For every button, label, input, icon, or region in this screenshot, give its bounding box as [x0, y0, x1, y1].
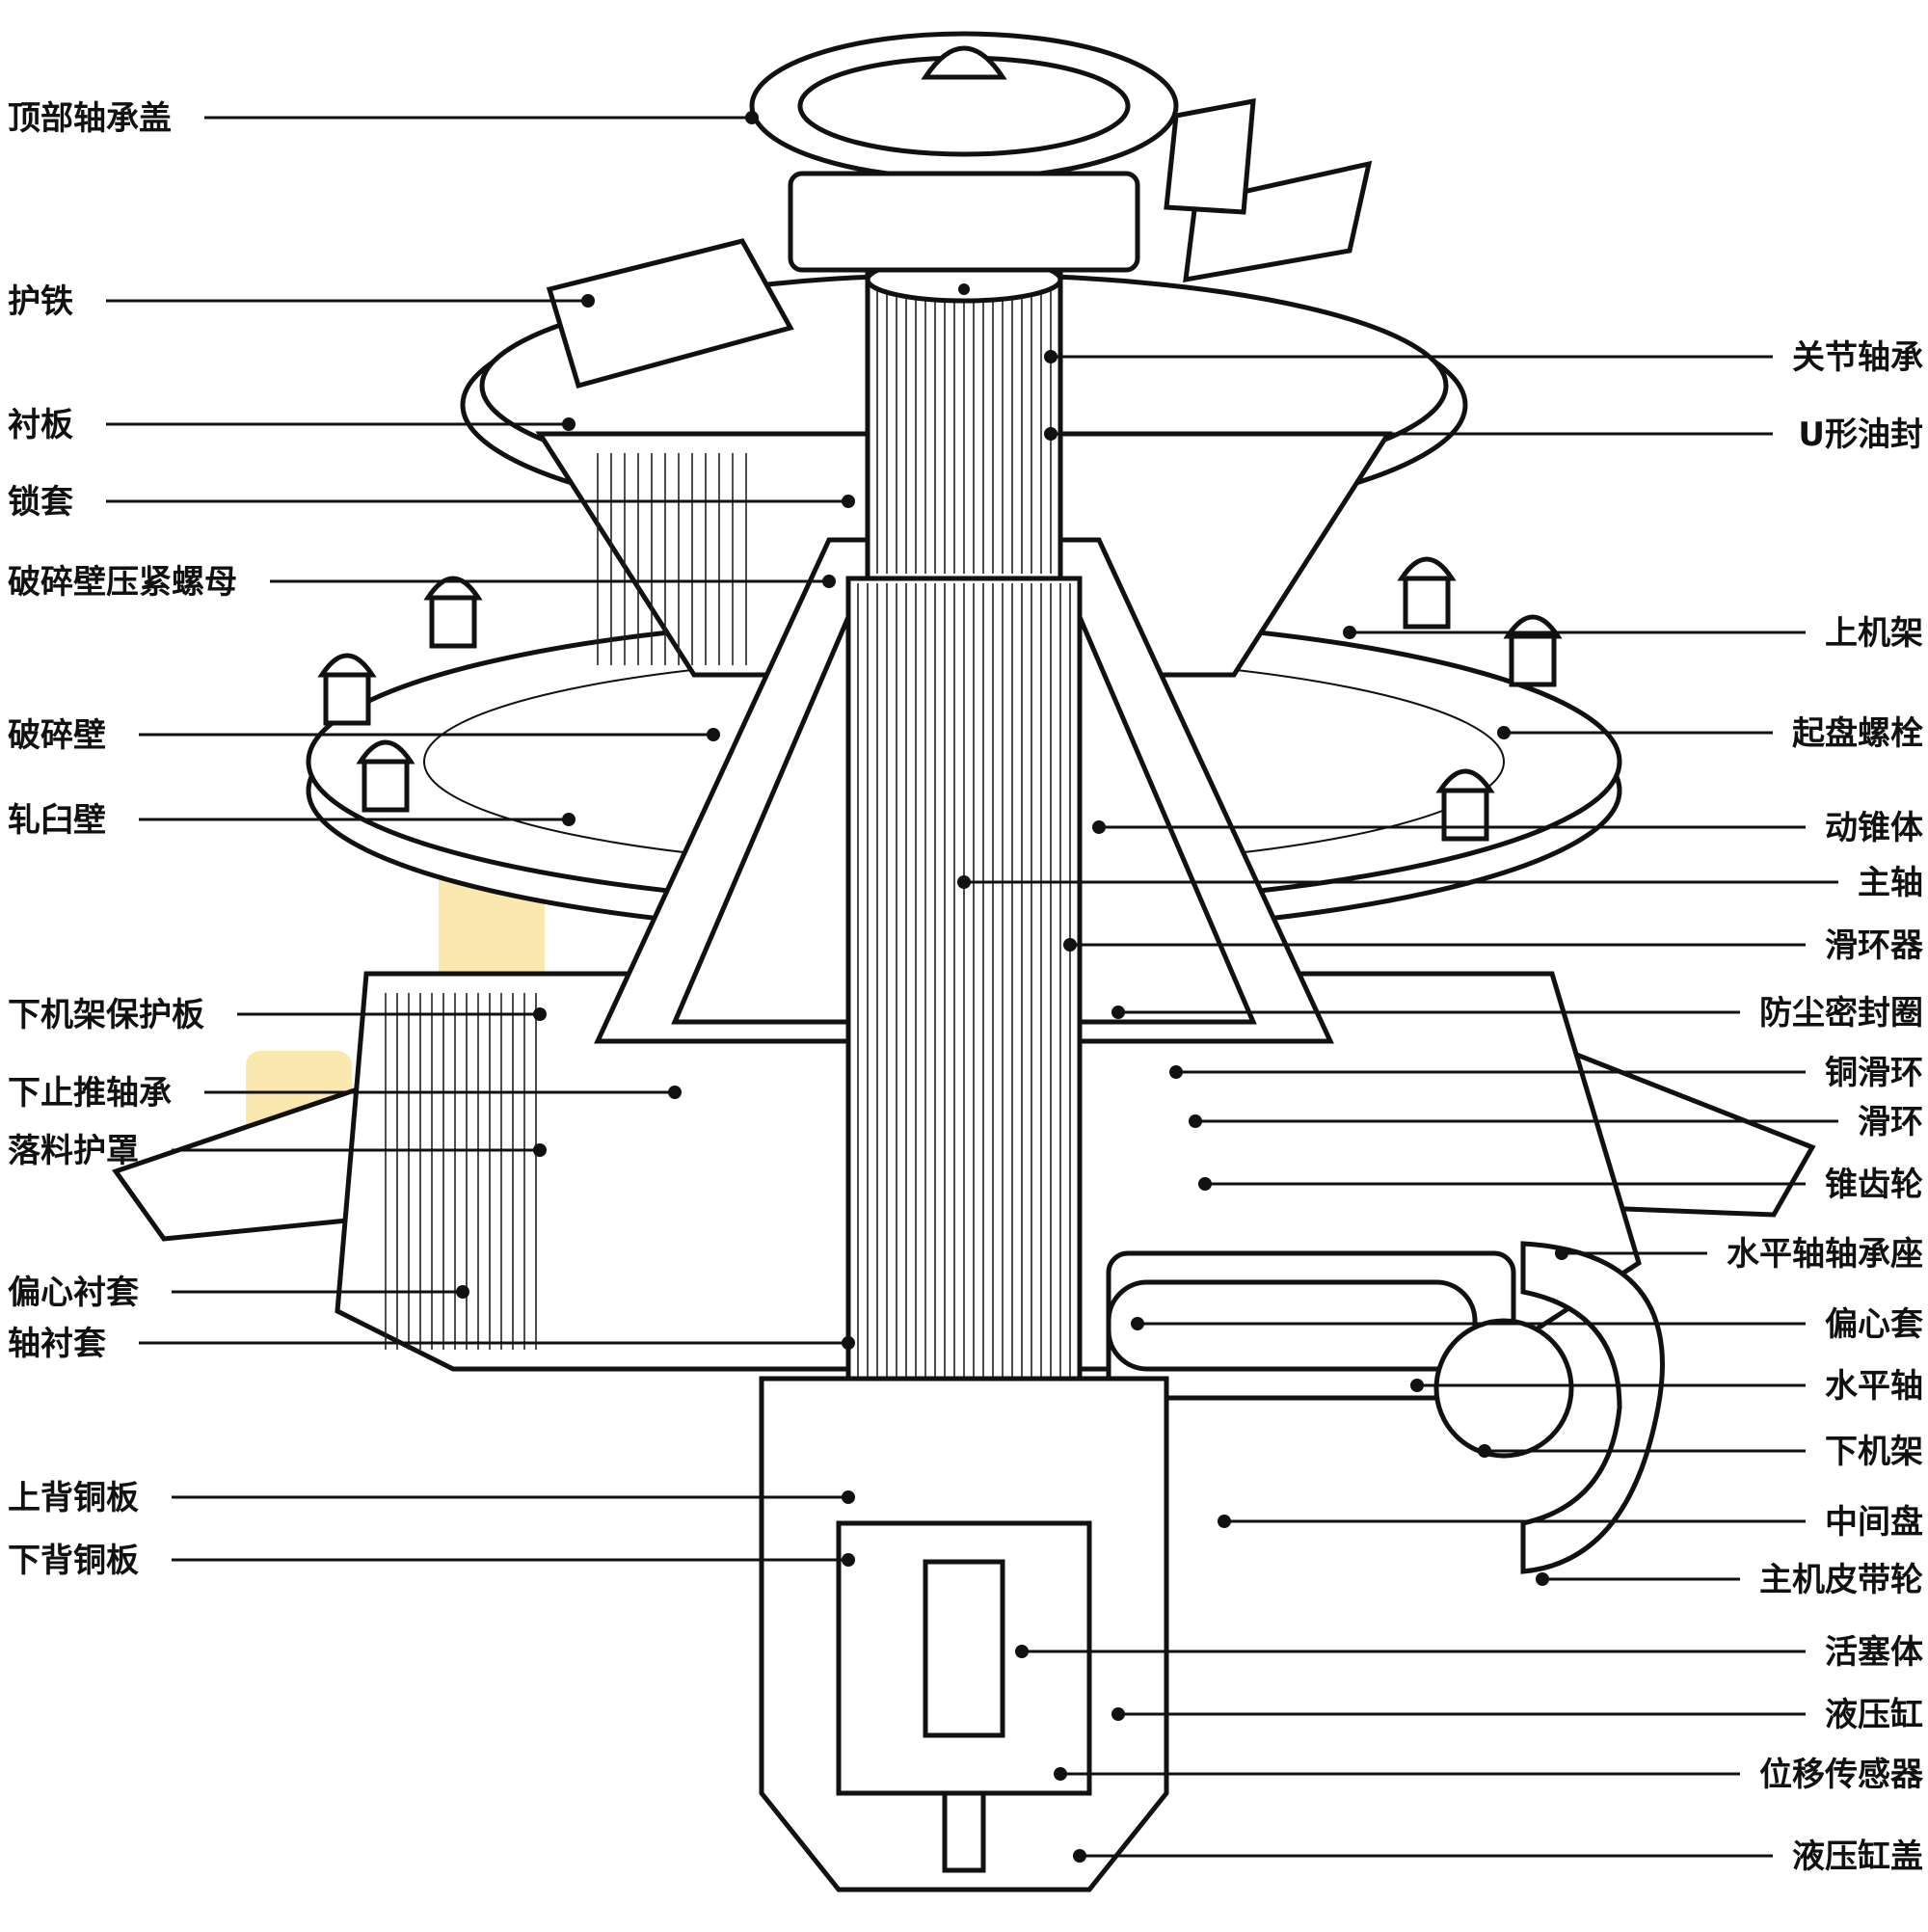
label-left-12: 上背铜板 [8, 1479, 139, 1517]
label-left-0: 顶部轴承盖 [8, 99, 172, 138]
leader-dot-right-3 [1497, 726, 1511, 739]
leader-dot-right-13 [1410, 1379, 1424, 1392]
leader-dot-right-2 [1343, 626, 1356, 639]
label-right-10: 锥齿轮 [1825, 1166, 1923, 1204]
arm-guards [546, 97, 1373, 389]
label-left-11: 轴衬套 [8, 1325, 106, 1363]
leader-dot-right-5 [957, 875, 971, 889]
label-right-20: 液压缸盖 [1792, 1838, 1923, 1876]
label-left-13: 下背铜板 [8, 1542, 139, 1580]
leader-dot-right-6 [1063, 938, 1077, 952]
label-right-13: 水平轴 [1825, 1367, 1923, 1406]
label-left-10: 偏心衬套 [8, 1274, 139, 1312]
leader-dot-right-0 [1044, 350, 1058, 363]
label-left-6: 轧臼壁 [8, 801, 106, 840]
label-right-7: 防尘密封圈 [1759, 994, 1923, 1033]
leader-dot-right-8 [1169, 1065, 1183, 1079]
leader-dot-right-18 [1111, 1707, 1125, 1721]
leader-dot-right-16 [1536, 1572, 1549, 1586]
label-right-15: 中间盘 [1825, 1503, 1923, 1542]
horizontal-shaft-assembly [1106, 1241, 1665, 1574]
label-right-8: 铜滑环 [1825, 1054, 1923, 1092]
leader-dot-right-1 [1044, 427, 1058, 441]
label-right-5: 主轴 [1858, 864, 1923, 902]
label-left-3: 锁套 [8, 483, 73, 522]
leader-lines [106, 111, 1838, 1863]
leader-dot-left-11 [842, 1336, 855, 1350]
leader-dot-left-9 [533, 1143, 547, 1157]
leader-dot-right-17 [1015, 1645, 1029, 1658]
top-bearing-cap [749, 31, 1179, 273]
leader-dot-right-4 [1092, 820, 1106, 834]
leader-dot-right-12 [1131, 1317, 1144, 1330]
leader-dot-right-10 [1198, 1177, 1212, 1191]
flange-bolts [317, 556, 1563, 842]
labels-left: 顶部轴承盖护铁衬板锁套破碎壁压紧螺母破碎壁轧臼壁下机架保护板下止推轴承落料护罩偏… [8, 99, 237, 1580]
leader-dot-left-6 [562, 813, 576, 826]
label-right-18: 液压缸 [1825, 1696, 1923, 1734]
label-right-12: 偏心套 [1825, 1305, 1923, 1344]
label-left-2: 衬板 [8, 406, 73, 444]
leader-dot-right-15 [1218, 1515, 1231, 1528]
label-left-9: 落料护罩 [8, 1132, 139, 1170]
label-left-8: 下止推轴承 [8, 1074, 172, 1113]
leader-dot-left-2 [562, 417, 576, 431]
leader-dot-left-10 [456, 1285, 469, 1299]
leader-dot-right-7 [1111, 1006, 1125, 1019]
label-right-19: 位移传感器 [1759, 1756, 1924, 1794]
label-left-7: 下机架保护板 [8, 996, 204, 1034]
leader-dot-left-12 [842, 1490, 855, 1504]
label-right-14: 下机架 [1825, 1433, 1923, 1471]
label-right-4: 动锥体 [1825, 809, 1923, 847]
leader-dot-right-19 [1054, 1767, 1067, 1781]
label-right-3: 起盘螺栓 [1792, 714, 1923, 753]
label-left-4: 破碎壁压紧螺母 [8, 563, 237, 602]
leader-dot-right-9 [1189, 1114, 1202, 1128]
label-right-16: 主机皮带轮 [1759, 1561, 1923, 1599]
leader-dot-left-3 [842, 495, 855, 508]
label-left-5: 破碎壁 [8, 716, 106, 755]
label-right-2: 上机架 [1825, 614, 1923, 653]
leader-dot-left-5 [707, 728, 720, 741]
leader-dot-left-8 [668, 1086, 682, 1099]
leader-dot-right-20 [1073, 1849, 1086, 1863]
label-right-0: 关节轴承 [1792, 338, 1923, 377]
leader-dot-left-13 [842, 1553, 855, 1567]
leader-dot-left-7 [533, 1007, 547, 1021]
label-right-17: 活塞体 [1825, 1633, 1923, 1672]
leader-dot-right-14 [1478, 1444, 1491, 1458]
hydraulic-cylinder [759, 1376, 1169, 1892]
label-right-6: 滑环器 [1825, 926, 1924, 965]
leader-dot-left-4 [822, 575, 836, 588]
leader-dot-right-11 [1555, 1247, 1568, 1260]
leader-dot-left-1 [581, 294, 595, 308]
main-shaft [845, 255, 1083, 1507]
leader-dot-left-0 [745, 111, 759, 124]
label-right-11: 水平轴轴承座 [1727, 1235, 1923, 1274]
label-right-1: U形油封 [1798, 416, 1923, 454]
label-right-9: 滑环 [1858, 1103, 1923, 1141]
labels-right: 关节轴承 U形油封上机架起盘螺栓动锥体主轴滑环器防尘密封圈铜滑环滑环锥齿轮水平轴轴… [1727, 338, 1924, 1876]
label-left-1: 护铁 [8, 282, 73, 321]
